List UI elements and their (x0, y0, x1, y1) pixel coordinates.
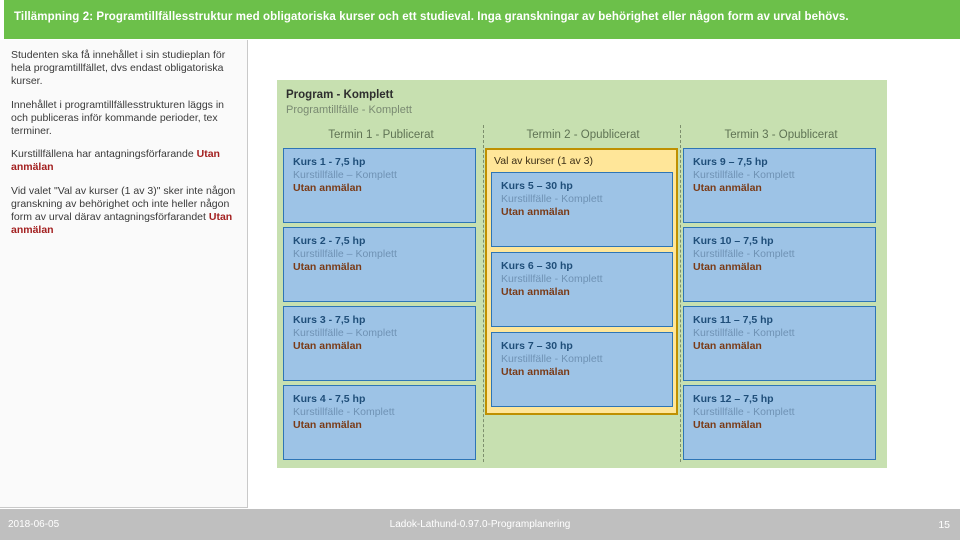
term-column-1-header: Termin 1 - Publicerat (328, 129, 434, 141)
slide-footer: 2018-06-05 Ladok-Lathund-0.97.0-Programp… (0, 509, 960, 540)
course-admission-note: Utan anmälan (693, 261, 762, 273)
course-title: Kurs 5 – 30 hp (501, 180, 573, 192)
course-subtitle: Kurstillfälle - Komplett (693, 406, 795, 418)
notes-highlight-text: Utan anmälan (11, 148, 220, 174)
course-choice-label: Val av kurser (1 av 3) (494, 155, 594, 167)
column-separator-1 (483, 125, 484, 462)
notes-text: Kurstillfällena har antagningsförfarande (11, 148, 197, 161)
course-title: Kurs 2 - 7,5 hp (293, 235, 366, 247)
term-column-3-header: Termin 3 - Opublicerat (724, 129, 838, 141)
course-admission-note: Utan anmälan (501, 366, 570, 378)
course-admission-note: Utan anmälan (693, 182, 762, 194)
course-title: Kurs 9 – 7,5 hp (693, 156, 768, 168)
notes-paragraph: Innehållet i programtillfällesstrukturen… (11, 99, 236, 139)
course-admission-note: Utan anmälan (501, 286, 570, 298)
course-subtitle: Kurstillfälle - Komplett (501, 353, 603, 365)
course-title: Kurs 3 - 7,5 hp (293, 314, 366, 326)
course-title: Kurs 7 – 30 hp (501, 340, 573, 352)
course-subtitle: Kurstillfälle - Komplett (693, 327, 795, 339)
notes-paragraph: Studenten ska få innehållet i sin studie… (11, 49, 236, 89)
course-title: Kurs 1 - 7,5 hp (293, 156, 366, 168)
notes-paragraph: Vid valet "Val av kurser (1 av 3)" sker … (11, 185, 236, 238)
footer-date: 2018-06-05 (8, 519, 60, 530)
course-title: Kurs 10 – 7,5 hp (693, 235, 774, 247)
course-subtitle: Kurstillfälle – Komplett (293, 169, 397, 181)
left-notes-panel: Studenten ska få innehållet i sin studie… (0, 40, 248, 508)
course-admission-note: Utan anmälan (293, 340, 362, 352)
course-admission-note: Utan anmälan (501, 206, 570, 218)
footer-document-name: Ladok-Lathund-0.97.0-Programplanering (389, 519, 571, 530)
course-title: Kurs 11 – 7,5 hp (693, 314, 773, 326)
footer-page-number: 15 (938, 519, 950, 531)
course-title: Kurs 6 – 30 hp (501, 260, 573, 272)
course-subtitle: Kurstillfälle – Komplett (293, 327, 397, 339)
notes-text: Innehållet i programtillfällesstrukturen… (11, 98, 225, 138)
course-subtitle: Kurstillfälle – Komplett (293, 248, 397, 260)
course-subtitle: Kurstillfälle - Komplett (501, 273, 603, 285)
slide-title-text: Tillämpning 2: Programtillfällesstruktur… (14, 11, 849, 23)
course-admission-note: Utan anmälan (693, 419, 762, 431)
program-subtitle: Programtillfälle - Komplett (286, 104, 412, 116)
course-admission-note: Utan anmälan (293, 419, 362, 431)
notes-text: Studenten ska få innehållet i sin studie… (11, 49, 226, 88)
course-subtitle: Kurstillfälle - Komplett (293, 406, 395, 418)
course-admission-note: Utan anmälan (693, 340, 762, 352)
term-column-2-header: Termin 2 - Opublicerat (526, 129, 640, 141)
program-structure-panel: Program - Komplett Programtillfälle - Ko… (277, 80, 887, 468)
course-title: Kurs 4 - 7,5 hp (293, 393, 366, 405)
term-column-2: Termin 2 - Opublicerat Val av kurser (1 … (485, 126, 681, 415)
notes-text: Vid valet "Val av kurser (1 av 3)" sker … (11, 184, 236, 224)
slide-title-banner: Tillämpning 2: Programtillfällesstruktur… (4, 0, 960, 39)
course-subtitle: Kurstillfälle - Komplett (693, 169, 795, 181)
notes-paragraph-list: Studenten ska få innehållet i sin studie… (11, 49, 236, 237)
course-subtitle: Kurstillfälle - Komplett (501, 193, 603, 205)
course-admission-note: Utan anmälan (293, 182, 362, 194)
course-subtitle: Kurstillfälle - Komplett (693, 248, 795, 260)
column-separator-2 (680, 125, 681, 462)
notes-paragraph: Kurstillfällena har antagningsförfarande… (11, 148, 236, 174)
notes-highlight-text: Utan anmälan (11, 211, 233, 237)
program-title: Program - Komplett (286, 89, 394, 101)
course-title: Kurs 12 – 7,5 hp (693, 393, 774, 405)
course-admission-note: Utan anmälan (293, 261, 362, 273)
